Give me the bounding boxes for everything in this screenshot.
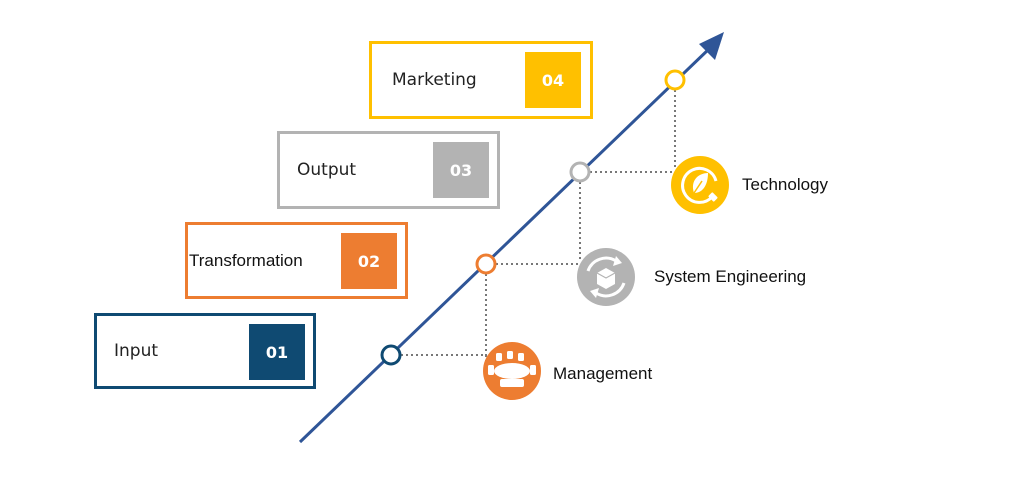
- step-02-box: Transformation 02: [185, 222, 408, 299]
- step-01-number: 01: [249, 324, 305, 380]
- step-02-label: Transformation: [189, 250, 303, 270]
- step-04-label: Marketing: [392, 70, 477, 90]
- eco-plug-icon: [671, 156, 729, 214]
- marker-01: [380, 344, 402, 366]
- recycle-box-icon: [577, 248, 635, 306]
- category-system-engineering-label: System Engineering: [654, 267, 807, 286]
- step-03-number: 03: [433, 142, 489, 198]
- marker-03: [569, 161, 591, 183]
- step-03-box: Output 03: [277, 131, 500, 209]
- category-management-label: Management: [553, 364, 653, 383]
- arrowhead-icon: [699, 32, 724, 60]
- step-01-box: Input 01: [94, 313, 316, 389]
- step-02-number: 02: [341, 233, 397, 289]
- connector-01: [391, 354, 487, 368]
- conference-table-icon: [483, 342, 541, 400]
- marker-04: [664, 69, 686, 91]
- connectors: [391, 80, 676, 368]
- step-03-label: Output: [297, 160, 357, 180]
- step-01-label: Input: [114, 341, 159, 361]
- category-technology-label: Technology: [742, 175, 829, 194]
- growth-axis-line: [298, 46, 712, 444]
- step-04-number: 04: [525, 52, 581, 108]
- marker-02: [475, 253, 497, 275]
- step-04-box: Marketing 04: [369, 41, 593, 119]
